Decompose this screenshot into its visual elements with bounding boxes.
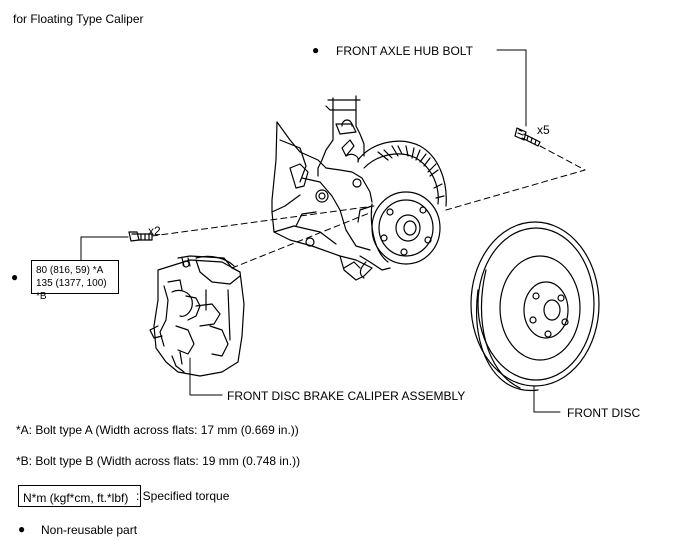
torque-value-b: 135 (1377, 100) *B [36, 278, 107, 302]
hub-bolt-quantity: x5 [537, 123, 550, 137]
caliper-assembly-label: FRONT DISC BRAKE CALIPER ASSEMBLY [227, 389, 466, 403]
non-reusable-legend-marker: ● [18, 522, 26, 536]
front-disc-label: FRONT DISC [567, 406, 641, 420]
torque-unit-label: N*m (kgf*cm, ft.*lbf) [23, 491, 129, 505]
torque-value-a: 80 (816, 59) *A [36, 265, 104, 276]
non-reusable-legend-label: Non-reusable part [41, 523, 138, 537]
assembly-guide-lines [151, 145, 586, 269]
caliper-bolt-quantity: x2 [148, 224, 161, 238]
note-bolt-type-a: *A: Bolt type A (Width across flats: 17 … [16, 423, 299, 437]
torque-spec-box: 80 (816, 59) *A 135 (1377, 100) *B [31, 260, 119, 302]
knuckle-assembly [271, 95, 447, 281]
caliper-assembly [149, 255, 245, 377]
non-reusable-marker: ● [11, 270, 19, 284]
leader-lines [80, 49, 561, 413]
non-reusable-marker: ● [312, 43, 320, 57]
diagram-title: for Floating Type Caliper [13, 12, 144, 26]
front-disc [470, 221, 600, 392]
torque-legend-description: : Specified torque [136, 489, 230, 503]
note-bolt-type-b: *B: Bolt type B (Width across flats: 19 … [16, 454, 301, 468]
front-axle-hub-bolt-label: FRONT AXLE HUB BOLT [336, 44, 473, 58]
front-axle-hub-bolt [514, 127, 541, 147]
caliper-mounting-bolt [128, 231, 153, 242]
torque-unit-legend-box: N*m (kgf*cm, ft.*lbf) [18, 485, 141, 507]
